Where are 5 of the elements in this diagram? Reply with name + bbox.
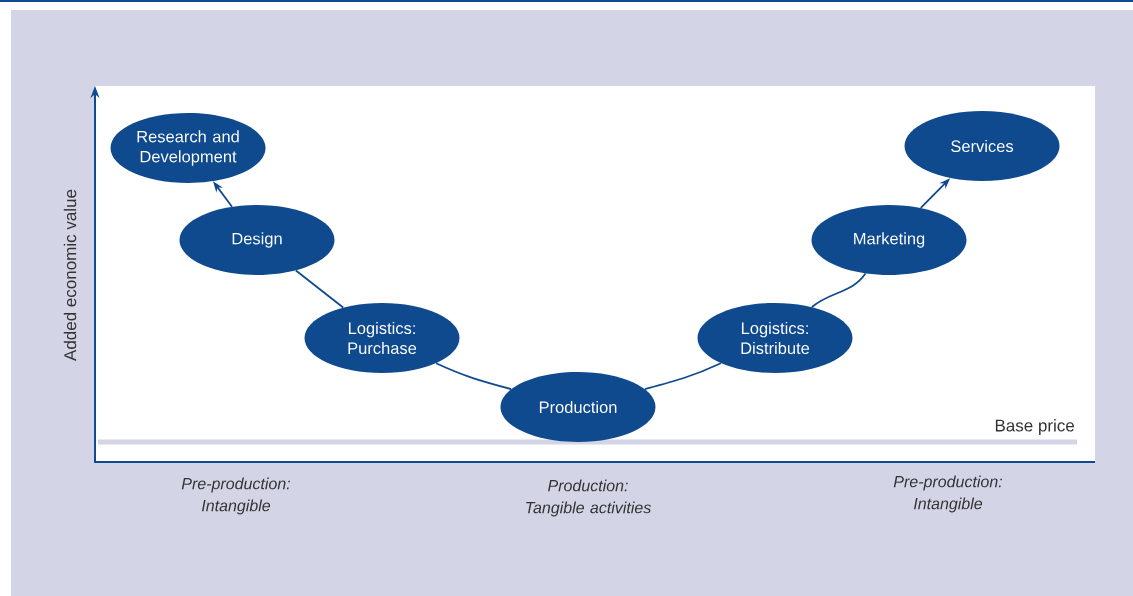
stage-caption: Pre-production: Intangible <box>181 477 291 515</box>
stage-caption: Pre-production: Intangible <box>893 475 1003 513</box>
axis-title: Added economic value <box>63 189 77 361</box>
base-price-label: Base price <box>995 419 1075 435</box>
stage-caption: Production: Tangible activities <box>526 479 651 517</box>
